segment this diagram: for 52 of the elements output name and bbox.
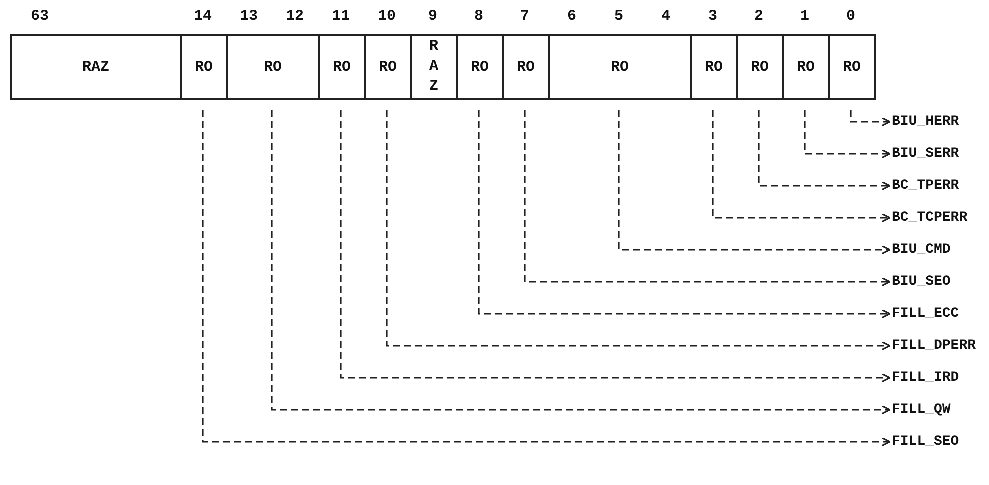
leader-arrow	[712, 110, 891, 223]
bit-number: 6	[568, 8, 576, 25]
bit-number: 1	[800, 8, 810, 25]
signal-name: BIU_HERR	[892, 113, 960, 131]
signal-name: BC_TCPERR	[892, 209, 968, 227]
register-field: RO	[828, 34, 876, 100]
register-field: RO	[502, 34, 550, 100]
leader-arrow	[340, 110, 891, 383]
bit-number: 0	[846, 8, 856, 25]
register-field: RO	[318, 34, 366, 100]
leader-arrow	[386, 110, 891, 351]
signal-name: BIU_SERR	[892, 145, 960, 163]
register-field: RO	[226, 34, 320, 100]
field-label: RAZ	[430, 37, 438, 97]
register-field: RO	[690, 34, 738, 100]
leader-arrow	[804, 110, 891, 159]
signal-name: FILL_SEO	[892, 433, 960, 451]
leader-arrow	[618, 110, 891, 255]
register-field: RO	[364, 34, 412, 100]
leader-arrow	[202, 110, 891, 447]
bit-number: 63	[31, 8, 49, 25]
register-field: RO	[782, 34, 830, 100]
bit-number: 2	[754, 8, 764, 25]
signal-name: FILL_QW	[892, 401, 951, 419]
signal-name: FILL_ECC	[892, 305, 960, 323]
bit-number: 4	[662, 8, 670, 25]
bit-number: 14	[194, 8, 212, 25]
bit-number: 13	[240, 8, 258, 25]
signal-name: FILL_DPERR	[892, 337, 976, 355]
register-field: RO	[736, 34, 784, 100]
bit-number: 9	[428, 8, 438, 25]
bit-number: 3	[708, 8, 718, 25]
register-field: RO	[548, 34, 692, 100]
bit-number: 5	[614, 8, 624, 25]
leader-arrow	[850, 110, 891, 127]
register-field: RO	[456, 34, 504, 100]
signal-name: BC_TPERR	[892, 177, 960, 195]
bit-number: 10	[378, 8, 396, 25]
leader-arrow	[758, 110, 891, 191]
register-field: RAZ	[10, 34, 182, 100]
register-field: RO	[180, 34, 228, 100]
bit-number: 11	[332, 8, 350, 25]
signal-name: BIU_SEO	[892, 273, 951, 291]
signal-name: FILL_IRD	[892, 369, 960, 387]
register-field	[410, 34, 458, 100]
bit-number: 7	[520, 8, 530, 25]
leader-arrow	[524, 110, 891, 287]
leader-arrow	[271, 110, 891, 415]
bit-number: 12	[286, 8, 304, 25]
signal-name: BIU_CMD	[892, 241, 951, 259]
leader-arrow	[478, 110, 891, 319]
bit-number: 8	[474, 8, 484, 25]
